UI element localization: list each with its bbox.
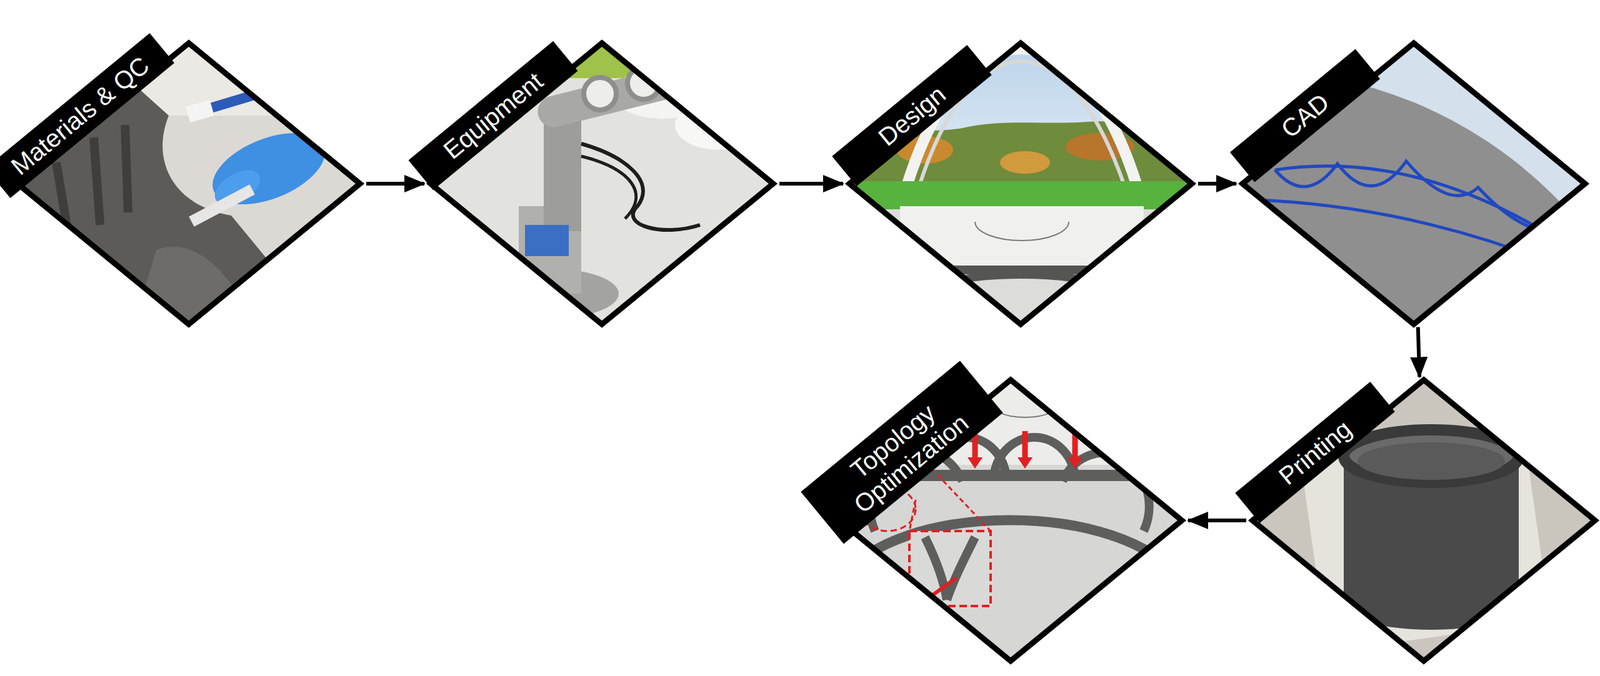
process-diamond: Printing [1250,377,1598,664]
step-label: Equipment [438,66,549,165]
detail-leader [937,475,991,532]
design-photo [846,40,1195,327]
diamond-outline [428,40,776,327]
step-label: Topology Optimization [845,398,974,519]
diamond-border [430,43,774,325]
cad-surface [820,70,1600,676]
mortar-pile [137,246,238,327]
load-arrow-head [1067,457,1083,469]
diamond-border [17,43,360,325]
tag-band: Printing [1235,381,1396,524]
grass [846,181,1195,210]
spatula [188,184,255,227]
diamond-outline [1250,377,1598,664]
step-label: Design [873,80,951,151]
step-label: CAD [1276,88,1335,144]
tag-band: CAD [1230,48,1380,182]
print-bed [1250,377,1598,664]
model-main-arch [840,520,1182,582]
materials-photo [15,40,363,327]
flow-arrow [366,181,425,186]
arm-hole [671,56,704,89]
process-diamond: Materials & QC [15,40,363,327]
blue-motor [525,225,569,257]
diamond-border [1242,43,1585,325]
photo-background [15,40,363,327]
tag-band: Equipment [408,40,579,190]
brush-tip [185,100,215,123]
nozzle-part [1532,395,1555,418]
process-diamond: Design [846,40,1195,327]
model-arch [881,275,1163,319]
photo-background [428,40,776,327]
flow-arrow [1198,181,1237,186]
diamond-border [1252,380,1595,662]
cad-deck-line [1275,166,1544,232]
cable [581,156,637,219]
arm-hole [583,77,617,110]
load-arrow-head [1017,457,1033,469]
equipment-photo [428,40,776,327]
load-arrow [1022,431,1029,460]
cylinder-inside [1357,442,1505,480]
load-arrow-head [967,457,983,469]
process-diamond: CAD [1240,40,1588,327]
flow-arrow [1188,518,1247,523]
diamond-outline [1240,40,1588,327]
tag-band: Topology Optimization [801,360,1004,544]
tag-band: Design [832,45,993,187]
printing-photo [1250,377,1600,664]
step-label: Materials & QC [6,50,155,180]
autumn-trees [1000,151,1050,174]
diamond-outline [15,40,363,327]
process-diamond: Topology Optimization [836,377,1185,664]
cable [581,143,700,230]
flow-arrow [779,181,844,186]
detail-leader [909,500,916,532]
diamond-outline [846,40,1195,327]
diamond-border [849,43,1192,325]
flow-arrow [1418,327,1420,378]
step-label: Printing [1273,415,1357,490]
cad-image [820,40,1600,676]
print-nozzle [1525,377,1600,434]
detail-inset [909,531,991,607]
detail-junction [925,537,975,600]
sketch-arc [975,221,1069,241]
tag-band: Materials & QC [0,33,175,199]
process-diamond: Equipment [428,40,776,327]
